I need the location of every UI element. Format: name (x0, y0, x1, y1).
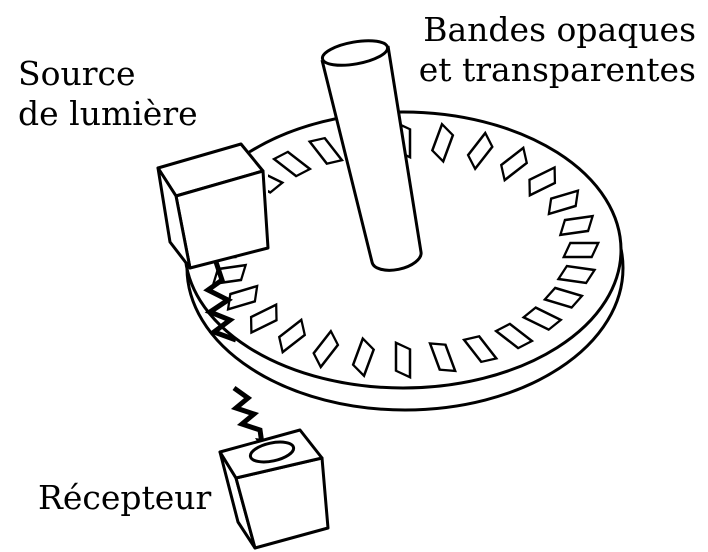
disk-slot (277, 317, 307, 355)
disk-slot (307, 136, 345, 165)
receptor-cube (218, 428, 330, 550)
disk-slot (542, 286, 585, 309)
disk-slot (561, 241, 601, 259)
light-ray-lower (230, 385, 265, 445)
disk-slot (528, 165, 557, 198)
disk-slot (556, 264, 597, 285)
light-ray-upper (203, 261, 237, 343)
light-source-cube (156, 142, 270, 270)
receptor-label-line-1: Récepteur (38, 478, 212, 517)
disk-slot (249, 302, 278, 335)
bands-label-line-1: Bandes opaques (423, 10, 696, 49)
bands-label-line-2: et transparentes (418, 50, 696, 89)
disk-slot (461, 335, 499, 364)
receptor-aperture (248, 440, 296, 464)
disk-slot (499, 145, 529, 183)
disk-slot (521, 306, 563, 332)
disk-slot (466, 130, 494, 172)
disk-slot (271, 150, 313, 178)
light-source-label-line-1: Source (18, 54, 136, 93)
light-source-label-line-2: de lumière (18, 94, 198, 133)
light-source-label: Source de lumière (18, 54, 198, 134)
disk-slot (351, 336, 376, 378)
disk-slot (493, 322, 535, 350)
disk-slot (547, 188, 580, 216)
disk-slot (430, 122, 455, 164)
bands-label: Bandes opaques et transparentes (419, 10, 696, 90)
disk-slot (428, 342, 457, 373)
shaft (320, 39, 423, 272)
disk-slot (394, 340, 412, 380)
disk-slot (312, 328, 340, 370)
disk-slot (558, 214, 595, 237)
receptor-label: Récepteur (38, 478, 211, 518)
